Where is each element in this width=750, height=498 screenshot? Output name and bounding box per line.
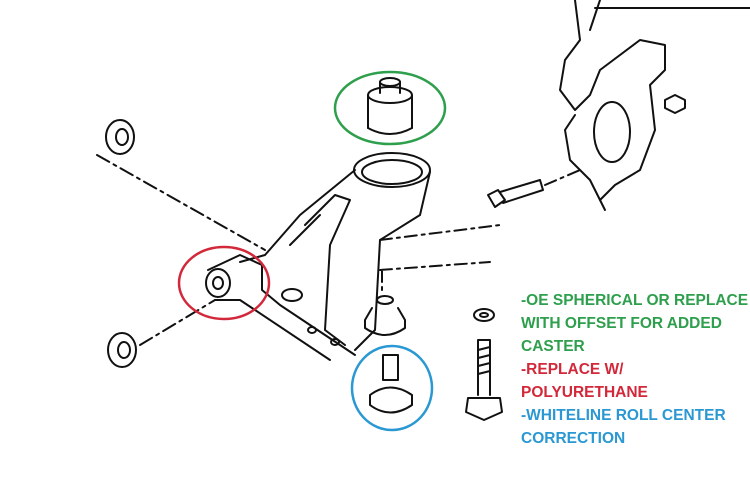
washer-bottom <box>107 332 137 368</box>
highlight-front-bushing <box>177 245 271 321</box>
note-front-bushing-2: POLYURETHANE <box>521 384 648 401</box>
bolt-washer <box>473 308 495 322</box>
note-ball-joint-1: -WHITELINE ROLL CENTER <box>521 407 726 424</box>
note-ball-joint-2: CORRECTION <box>521 430 626 447</box>
center-line <box>544 169 606 211</box>
highlight-upper-bushing <box>333 70 447 146</box>
washer-top <box>105 119 135 155</box>
mount-line <box>379 224 501 291</box>
lower-control-arm <box>205 152 431 361</box>
note-upper-bushing-1: -OE SPHERICAL OR REPLACE <box>521 292 749 309</box>
note-upper-bushing-3: CASTER <box>521 338 585 355</box>
bolt <box>465 339 503 421</box>
annotation-notes: -OE SPHERICAL OR REPLACE WITH OFFSET FOR… <box>521 289 748 450</box>
spare-bushing <box>364 295 406 336</box>
highlight-ball-joint <box>350 344 434 432</box>
upper-bushing <box>367 77 413 135</box>
axis-line <box>96 154 266 346</box>
note-upper-bushing-2: WITH OFFSET FOR ADDED <box>521 315 722 332</box>
ball-joint <box>369 354 413 414</box>
steering-knuckle <box>559 0 750 201</box>
knuckle-bolt <box>487 94 686 208</box>
note-front-bushing-1: -REPLACE W/ <box>521 361 624 378</box>
